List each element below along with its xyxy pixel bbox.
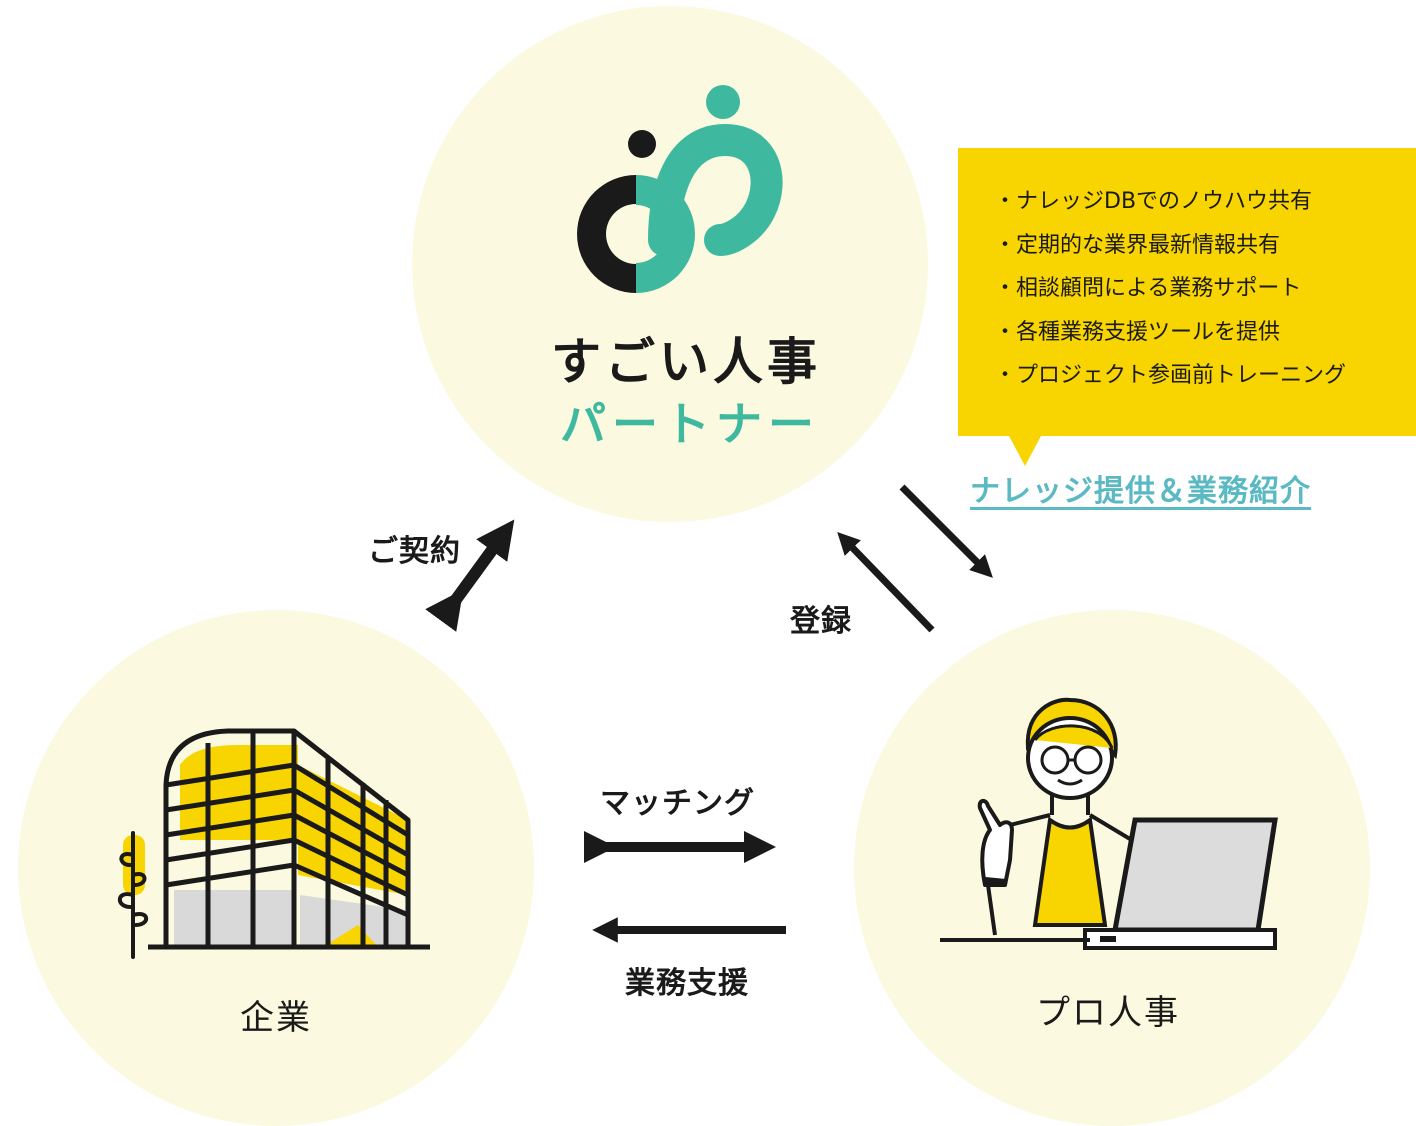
logo-name: すごい人事: [551, 333, 821, 391]
knowledge-link[interactable]: ナレッジ提供＆業務紹介: [970, 474, 1311, 509]
callout-item: 定期的な業界最新情報共有: [994, 224, 1416, 268]
matching-label: マッチング: [600, 786, 755, 821]
callout-item: 相談顧問による業務サポート: [994, 267, 1416, 311]
callout-item: プロジェクト参画前トレーニング: [994, 354, 1416, 398]
logo-subtitle: パートナー: [560, 397, 820, 451]
pro-label: プロ人事: [1036, 993, 1180, 1033]
building-icon: [117, 728, 430, 959]
callout-tail: [1008, 434, 1042, 466]
register-arrow: [837, 531, 935, 633]
callout-item: ナレッジDBでのノウハウ共有: [994, 180, 1416, 224]
contract-arrow: [425, 519, 515, 632]
support-label: 業務支援: [625, 966, 749, 1001]
logo-mark-icon: [577, 85, 783, 293]
pro-circle: [854, 610, 1370, 1126]
company-label: 企業: [240, 998, 312, 1038]
benefits-callout: ナレッジDBでのノウハウ共有 定期的な業界最新情報共有 相談顧問による業務サポー…: [958, 148, 1416, 436]
person-with-laptop-icon: [940, 697, 1278, 950]
contract-label: ご契約: [368, 534, 461, 569]
callout-item: 各種業務支援ツールを提供: [994, 311, 1416, 355]
knowledge-arrow: [899, 484, 993, 578]
register-label: 登録: [790, 604, 852, 639]
